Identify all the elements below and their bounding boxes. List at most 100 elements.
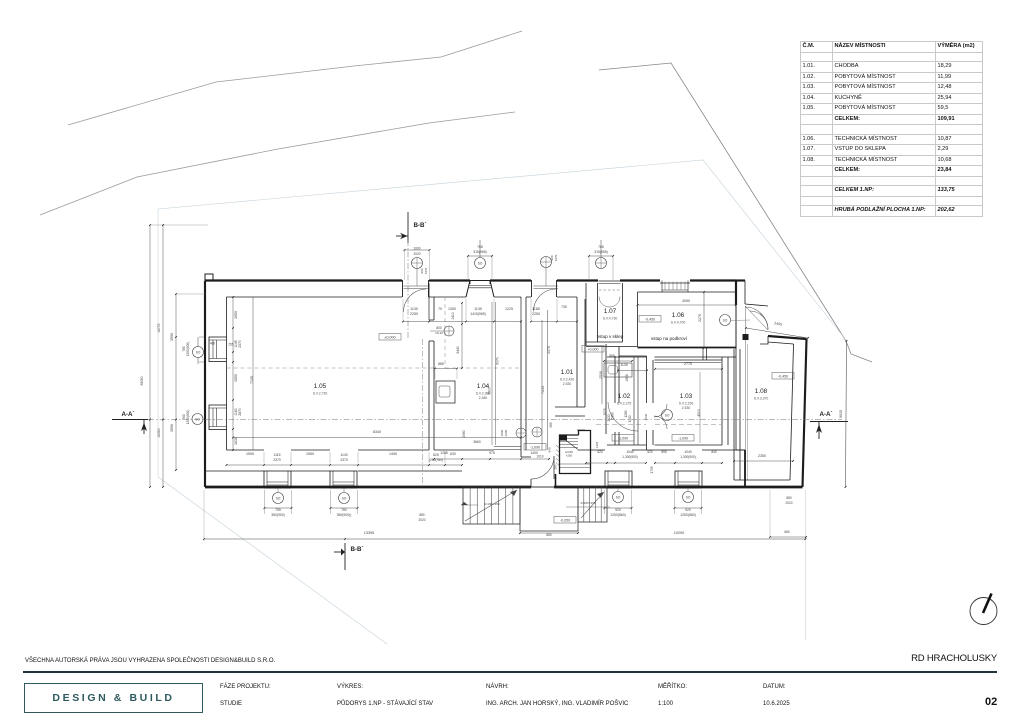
svg-text:2250: 2250 bbox=[532, 312, 540, 316]
svg-text:2020: 2020 bbox=[413, 252, 420, 256]
svg-text:350(900)): 350(900)) bbox=[337, 513, 352, 517]
svg-text:S.V.2,730: S.V.2,730 bbox=[313, 392, 328, 396]
svg-text:70: 70 bbox=[438, 307, 442, 311]
svg-text:780: 780 bbox=[341, 508, 347, 512]
svg-text:S.V.2,380: S.V.2,380 bbox=[476, 392, 491, 396]
svg-text:1350(900): 1350(900) bbox=[186, 410, 190, 425]
svg-text:SO: SO bbox=[478, 262, 483, 266]
svg-text:8530: 8530 bbox=[139, 376, 144, 386]
svg-text:965: 965 bbox=[549, 422, 553, 428]
svg-text:SO: SO bbox=[342, 497, 347, 501]
svg-text:A-A´: A-A´ bbox=[819, 411, 832, 418]
svg-text:5070: 5070 bbox=[496, 357, 500, 365]
svg-text:300: 300 bbox=[554, 464, 558, 469]
svg-text:7300: 7300 bbox=[488, 387, 492, 395]
svg-text:975: 975 bbox=[489, 451, 495, 455]
svg-text:1280: 1280 bbox=[624, 410, 628, 417]
svg-text:1590: 1590 bbox=[246, 452, 254, 456]
svg-text:SO: SO bbox=[196, 351, 201, 355]
svg-text:800: 800 bbox=[436, 326, 442, 330]
svg-text:3590: 3590 bbox=[170, 333, 174, 341]
svg-text:1010: 1010 bbox=[536, 455, 543, 459]
svg-text:vstup na podkroví: vstup na podkroví bbox=[651, 336, 688, 341]
svg-text:S.V.4,730: S.V.4,730 bbox=[603, 317, 618, 321]
svg-text:1400: 1400 bbox=[530, 451, 538, 455]
svg-text:680: 680 bbox=[784, 530, 790, 534]
svg-text:1130: 1130 bbox=[620, 363, 628, 367]
svg-text:885: 885 bbox=[438, 362, 444, 366]
svg-text:900: 900 bbox=[420, 268, 424, 273]
svg-text:1135: 1135 bbox=[474, 307, 482, 311]
svg-text:2870: 2870 bbox=[238, 408, 242, 416]
svg-text:2020: 2020 bbox=[785, 501, 792, 505]
svg-text:2980: 2980 bbox=[462, 430, 466, 437]
svg-text:4250: 4250 bbox=[156, 428, 161, 438]
svg-text:S.V.3,370: S.V.3,370 bbox=[754, 397, 769, 401]
svg-text:4500: 4500 bbox=[697, 409, 701, 417]
svg-text:255: 255 bbox=[228, 343, 234, 347]
svg-text:19-10: 19-10 bbox=[435, 331, 443, 335]
svg-text:-1,090: -1,090 bbox=[678, 437, 688, 441]
svg-text:1490: 1490 bbox=[389, 452, 397, 456]
svg-text:4475: 4475 bbox=[547, 346, 551, 354]
svg-text:825: 825 bbox=[433, 453, 439, 457]
svg-text:2,530: 2,530 bbox=[682, 406, 691, 410]
svg-text:1650: 1650 bbox=[234, 311, 238, 319]
svg-text:4=165×155: 4=165×155 bbox=[580, 501, 596, 505]
svg-text:S.V.4,700: S.V.4,700 bbox=[671, 321, 686, 325]
svg-text:920: 920 bbox=[615, 508, 621, 512]
svg-text:±0,000: ±0,000 bbox=[385, 336, 396, 340]
svg-text:1000: 1000 bbox=[413, 247, 420, 251]
svg-text:1550: 1550 bbox=[234, 374, 238, 382]
svg-text:(260(780): (260(780) bbox=[429, 458, 443, 462]
svg-text:1415(965): 1415(965) bbox=[470, 312, 485, 316]
svg-text:S.V.2,150: S.V.2,150 bbox=[679, 402, 694, 406]
svg-text:5160: 5160 bbox=[611, 412, 615, 419]
svg-text:755: 755 bbox=[275, 508, 281, 512]
svg-text:10290: 10290 bbox=[674, 531, 685, 535]
svg-text:760: 760 bbox=[182, 414, 186, 420]
svg-text:SO: SO bbox=[195, 418, 200, 422]
svg-text:880: 880 bbox=[546, 533, 552, 537]
svg-text:×250: ×250 bbox=[566, 454, 573, 458]
svg-text:B-B´: B-B´ bbox=[413, 222, 426, 229]
svg-text:1030: 1030 bbox=[644, 413, 648, 420]
svg-text:-1,090: -1,090 bbox=[618, 437, 628, 441]
svg-text:1.06: 1.06 bbox=[672, 312, 685, 319]
svg-text:SO: SO bbox=[665, 414, 670, 418]
svg-text:2370: 2370 bbox=[238, 340, 242, 348]
svg-text:895: 895 bbox=[661, 450, 667, 454]
svg-text:1350(900): 1350(900) bbox=[186, 342, 190, 357]
svg-text:vstup v sklep: vstup v sklep bbox=[597, 334, 624, 339]
svg-text:1.04: 1.04 bbox=[477, 383, 490, 390]
svg-text:SO: SO bbox=[276, 497, 281, 501]
svg-text:1.05: 1.05 bbox=[314, 383, 327, 390]
svg-text:1.08: 1.08 bbox=[755, 388, 768, 395]
svg-text:1250(860): 1250(860) bbox=[610, 513, 625, 517]
svg-text:-1,090: -1,090 bbox=[530, 446, 540, 450]
svg-text:A-A´: A-A´ bbox=[121, 411, 134, 418]
svg-text:1285: 1285 bbox=[440, 451, 448, 455]
svg-text:785: 785 bbox=[182, 346, 186, 352]
svg-text:1300: 1300 bbox=[448, 307, 456, 311]
svg-text:2530: 2530 bbox=[599, 371, 603, 379]
svg-text:4=345×150: 4=345×150 bbox=[484, 502, 500, 506]
svg-text:2775: 2775 bbox=[684, 362, 692, 366]
svg-text:1970: 1970 bbox=[424, 267, 428, 274]
svg-text:B-B´: B-B´ bbox=[350, 546, 363, 553]
svg-text:1.02: 1.02 bbox=[618, 393, 631, 400]
svg-text:1025: 1025 bbox=[603, 408, 607, 415]
svg-text:1956: 1956 bbox=[625, 374, 629, 382]
svg-text:7135: 7135 bbox=[250, 376, 254, 384]
svg-text:885: 885 bbox=[609, 354, 615, 358]
svg-text:8340: 8340 bbox=[373, 430, 381, 434]
svg-text:3590: 3590 bbox=[170, 424, 174, 432]
svg-text:S.V.2,275: S.V.2,275 bbox=[617, 402, 632, 406]
svg-text:1180: 1180 bbox=[234, 408, 238, 415]
svg-text:1140: 1140 bbox=[340, 453, 347, 457]
svg-text:3660: 3660 bbox=[473, 440, 481, 444]
svg-text:735: 735 bbox=[561, 305, 567, 309]
svg-text:1145: 1145 bbox=[234, 340, 238, 347]
svg-text:2200: 2200 bbox=[504, 429, 508, 436]
svg-text:2405: 2405 bbox=[774, 321, 783, 326]
